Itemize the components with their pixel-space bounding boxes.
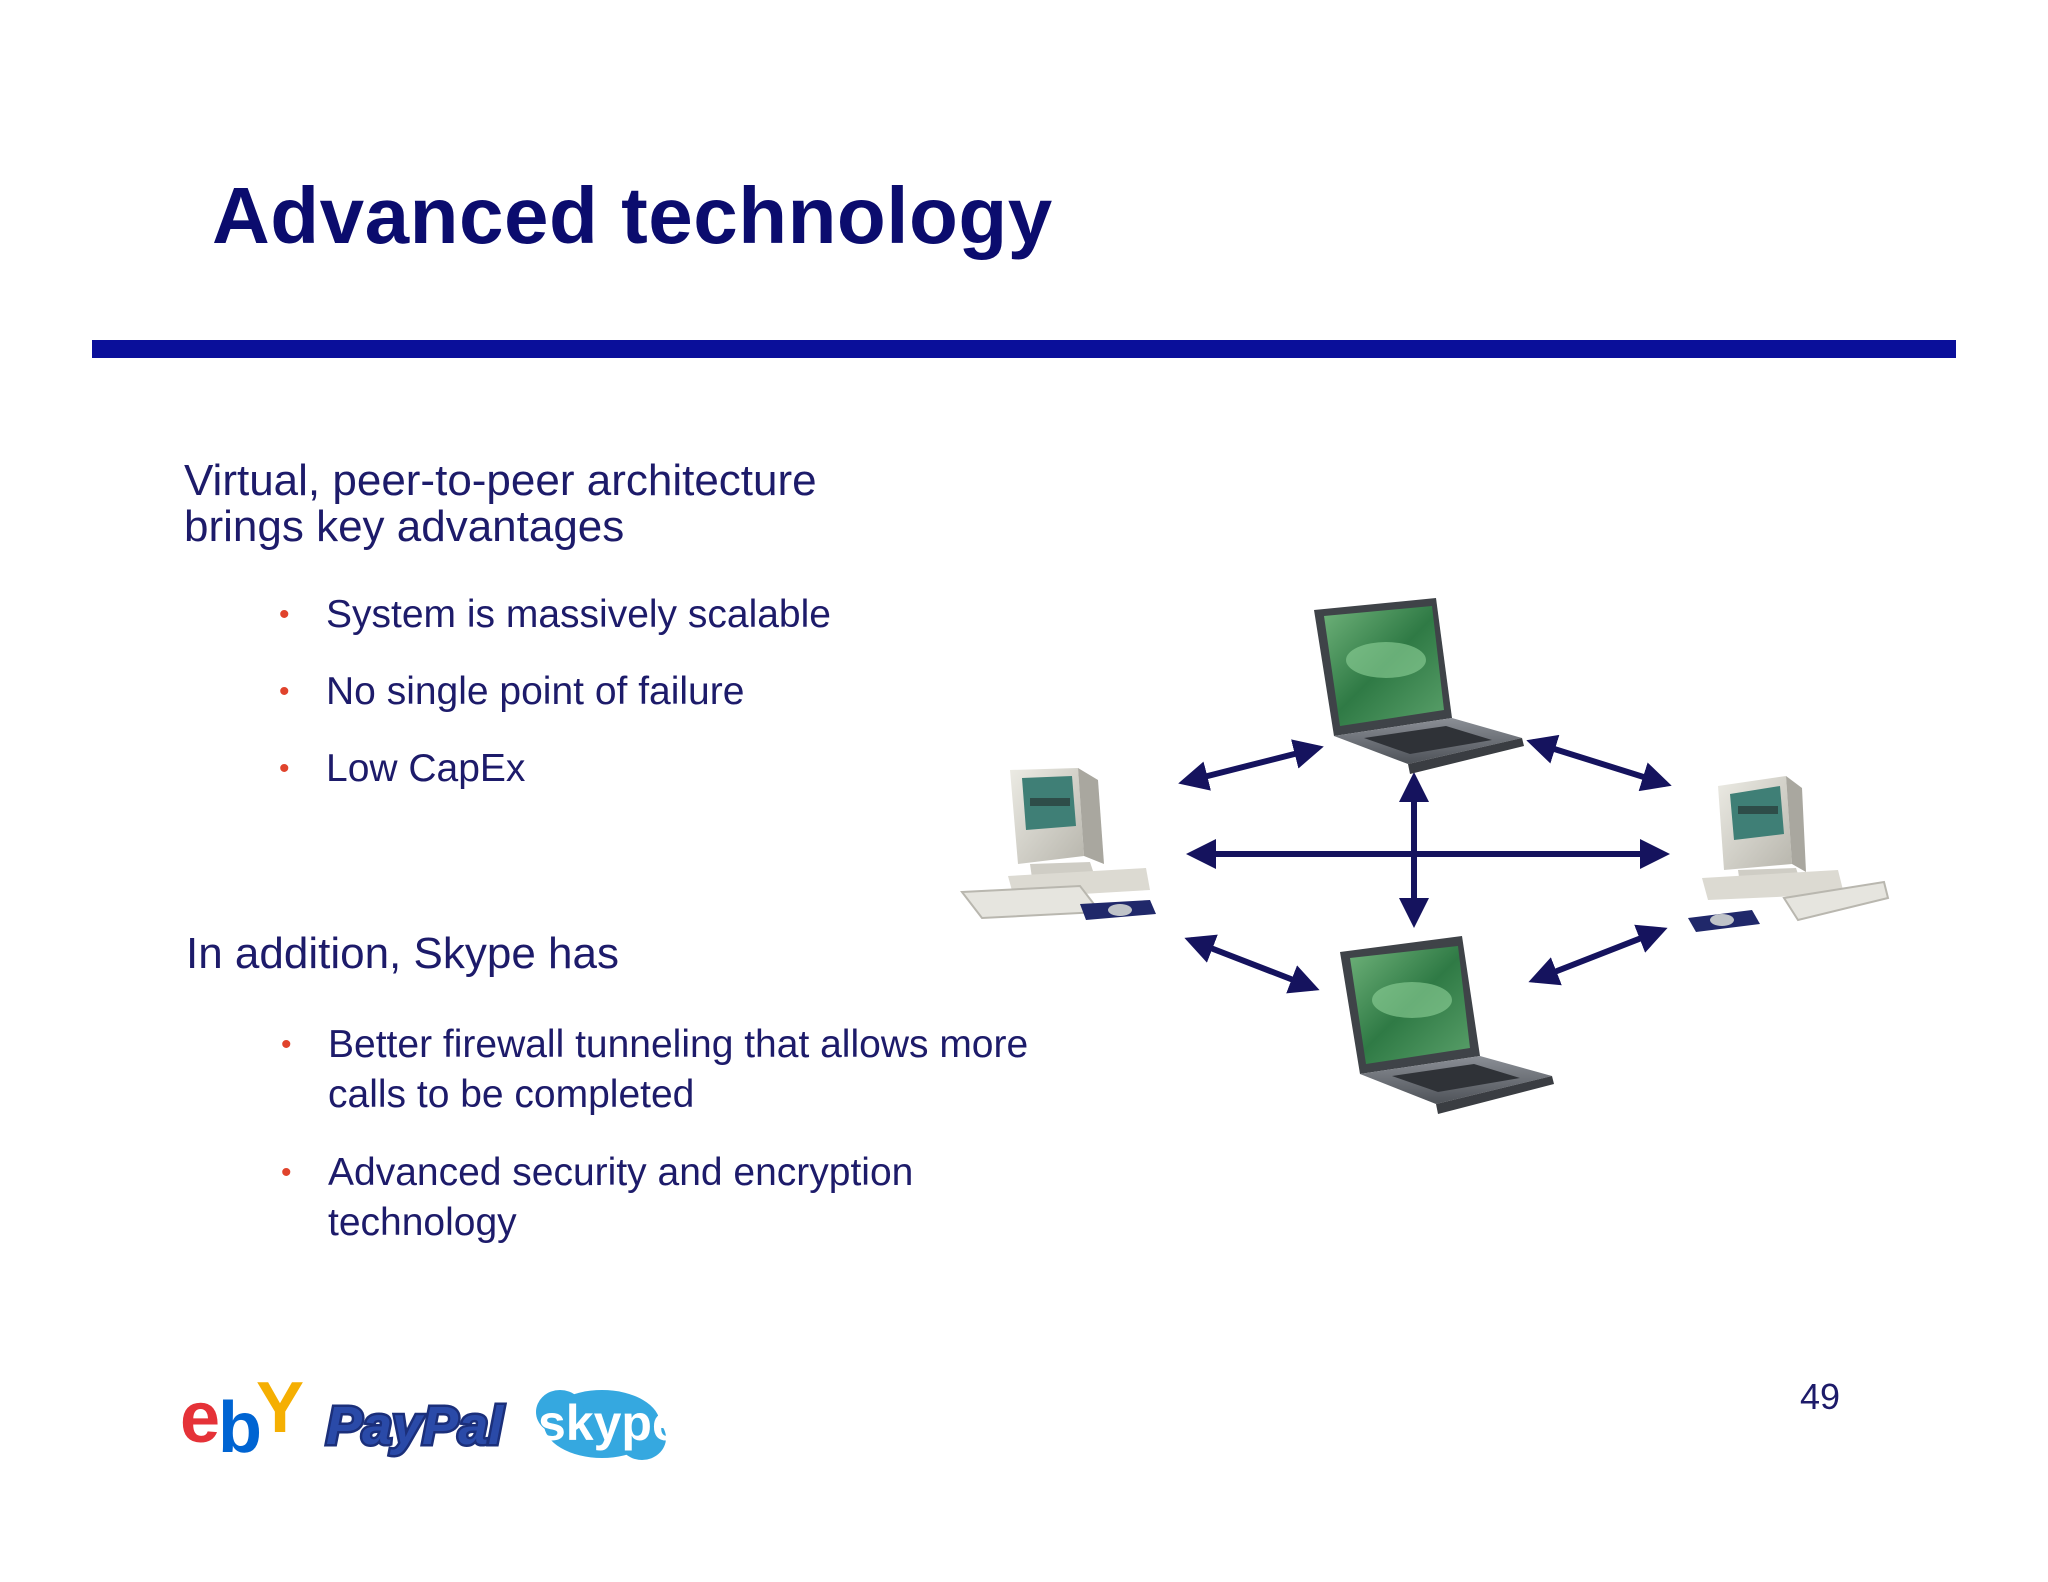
bullet-item: • No single point of failure: [279, 667, 1046, 717]
slide-title: Advanced technology: [212, 171, 1053, 260]
desktop-computer-icon: [1688, 776, 1890, 932]
connection-arrows: [1178, 734, 1672, 994]
bullet-icon: •: [279, 675, 290, 708]
arrow-bottom-laptop-to-right-pc: [1528, 924, 1668, 986]
bullet-item: • Advanced security and encryption techno…: [281, 1148, 1048, 1248]
bullet-text: Advanced security and encryption technol…: [328, 1151, 914, 1244]
paypal-logo: PayPal PayPal: [324, 1394, 507, 1459]
section2-bullets: • Better firewall tunneling that allows m…: [281, 1020, 1048, 1276]
svg-text:skype: skype: [538, 1395, 680, 1451]
bullet-icon: •: [281, 1028, 292, 1061]
bullet-text: Better firewall tunneling that allows mo…: [328, 1023, 1029, 1116]
svg-text:Y: Y: [256, 1368, 304, 1448]
bullet-icon: •: [279, 752, 290, 785]
title-divider: [92, 340, 1956, 358]
company-logos: e b Y PayPal PayPal skype: [180, 1368, 680, 1468]
bullet-icon: •: [279, 598, 290, 631]
laptop-icon: [1314, 598, 1524, 774]
ebay-logo: e b Y: [180, 1368, 304, 1468]
svg-text:PayPal: PayPal: [326, 1396, 504, 1456]
bullet-item: • Low CapEx: [279, 744, 1046, 794]
bullet-item: • Better firewall tunneling that allows m…: [281, 1020, 1048, 1120]
section2-lead: In addition, Skype has: [186, 929, 619, 978]
arrow-left-pc-to-bottom-laptop: [1184, 934, 1320, 994]
bullet-icon: •: [281, 1156, 292, 1189]
section1-lead: Virtual, peer-to-peer architecture bring…: [184, 456, 817, 551]
arrow-top-laptop-to-right-pc: [1526, 734, 1672, 792]
svg-text:b: b: [218, 1388, 262, 1468]
page-number: 49: [1800, 1376, 1841, 1417]
desktop-computer-icon: [960, 768, 1156, 920]
bullet-text: System is massively scalable: [326, 593, 831, 636]
arrow-left-pc-to-top-laptop: [1178, 739, 1324, 791]
bullet-text: Low CapEx: [326, 747, 526, 790]
section1-bullets: • System is massively scalable • No single…: [279, 590, 1046, 821]
laptop-icon: [1340, 936, 1554, 1114]
skype-logo: skype: [536, 1390, 680, 1460]
bullet-item: • System is massively scalable: [279, 590, 1046, 640]
svg-text:e: e: [180, 1378, 220, 1458]
bullet-text: No single point of failure: [326, 670, 745, 713]
svg-text:PayPal: PayPal: [326, 1396, 504, 1456]
